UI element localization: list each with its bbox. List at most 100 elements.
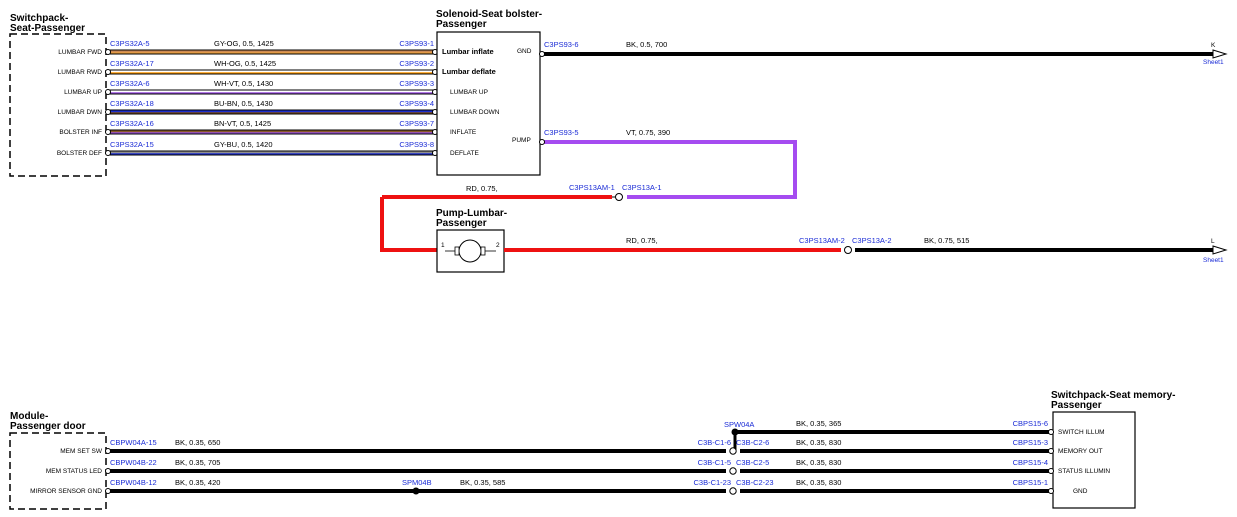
inline-bottom-right-connector: C3PS13A-2	[852, 236, 892, 245]
solenoid-pin-2: LUMBAR UP	[450, 89, 488, 96]
rd-wire-out-label: RD, 0.75,	[626, 236, 658, 245]
upper-wire-right-connector-4: C3PS93-7	[399, 119, 434, 128]
lower-wire-c1-1: C3B-C1-5	[698, 458, 731, 467]
splice-spw04a-right-connector: CBPS15-6	[1013, 419, 1048, 428]
module-door-pin-2: MIRROR SENSOR GND	[30, 488, 102, 495]
upper-wire-left-terminal-2	[105, 89, 111, 95]
solenoid-pin-3: LUMBAR DOWN	[450, 109, 500, 116]
lower-wire-label2-1: BK, 0.35, 830	[796, 458, 841, 467]
lower-wire-right-connector-2: CBPS15-1	[1013, 478, 1048, 487]
splice-spw04a-label: SPW04A	[724, 420, 754, 429]
pump-vt-wire	[542, 140, 797, 199]
inline-connector-top	[615, 193, 623, 201]
upper-wire-left-terminal-3	[105, 109, 111, 115]
pump-wire-connector: C3PS93-5	[544, 128, 579, 137]
gnd-sheet-link[interactable]: Sheet1	[1203, 59, 1224, 66]
solenoid-pin-4: INFLATE	[450, 129, 477, 136]
lower-wire-right-terminal-2	[1048, 488, 1054, 494]
lower-wire-left-connector-0: CBPW04A-15	[110, 438, 157, 447]
gnd-wire-terminal	[539, 51, 545, 57]
solenoid-pin-0: Lumbar inflate	[442, 47, 494, 56]
upper-wire-label-0: GY-OG, 0.5, 1425	[214, 39, 274, 48]
lower-wire-left-terminal-1	[105, 468, 111, 474]
inline-top-right-connector: C3PS13A-1	[622, 183, 662, 192]
gnd-dest-letter: K	[1211, 42, 1216, 49]
upper-wire-label-4: BN-VT, 0.5, 1425	[214, 119, 271, 128]
solenoid-title-line2: Passenger	[436, 19, 487, 30]
pump-wire-label: VT, 0.75, 390	[626, 128, 670, 137]
module-door-pin-1: MEM STATUS LED	[46, 468, 102, 475]
lower-wire-label2-0: BK, 0.35, 830	[796, 438, 841, 447]
upper-wire-left-terminal-1	[105, 69, 111, 75]
solenoid-pin-1: Lumbar deflate	[442, 67, 496, 76]
upper-wire-right-connector-5: C3PS93-8	[399, 140, 434, 149]
solenoid-pin-5: DEFLATE	[450, 150, 479, 157]
lower-wire-c2-2: C3B-C2-23	[736, 478, 774, 487]
lower-wire-right-connector-0: CBPS15-3	[1013, 438, 1048, 447]
upper-wire-left-connector-0: C3PS32A-5	[110, 39, 150, 48]
lower-wire-label-2: BK, 0.35, 420	[175, 478, 220, 487]
solenoid-box	[436, 31, 541, 176]
lower-wire-left-connector-2: CBPW04B-12	[110, 478, 157, 487]
inline-top-left-connector: C3PS13AM-1	[569, 183, 615, 192]
solenoid-pump-pin: PUMP	[512, 137, 531, 144]
rd-wire-loop	[380, 197, 437, 252]
lower-wire-label-1: BK, 0.35, 705	[175, 458, 220, 467]
lower-wire-inline-connector-0	[729, 447, 737, 455]
upper-wire-right-connector-2: C3PS93-3	[399, 79, 434, 88]
solenoid-title-line1: Solenoid-Seat bolster-	[436, 9, 542, 20]
lower-wire-c1-0: C3B-C1-6	[698, 438, 731, 447]
splice-spw04a-wire-label: BK, 0.35, 365	[796, 419, 841, 428]
module-door-pins: MEM SET SW MEM STATUS LED MIRROR SENSOR GN…	[30, 448, 103, 495]
rd-wire-top-label: RD, 0.75,	[466, 184, 498, 193]
memory-switch-box	[1052, 411, 1136, 509]
memory-switch-pin-1: MEMORY OUT	[1058, 448, 1103, 455]
pump-motor-icon	[445, 239, 496, 263]
gnd-wire-label: BK, 0.5, 700	[626, 40, 667, 49]
memory-switch-pin-0: SWITCH ILLUM	[1058, 429, 1105, 436]
lower-wire-c1-2: C3B-C1-23	[693, 478, 731, 487]
upper-wire-label-3: BU-BN, 0.5, 1430	[214, 99, 273, 108]
switchpack-seat-box	[9, 33, 107, 177]
upper-wire-right-connector-0: C3PS93-1	[399, 39, 434, 48]
bk-wire-out-label: BK, 0.75, 515	[924, 236, 969, 245]
splice-spm04b-label: SPM04B	[402, 478, 432, 487]
module-door-title-line2: Passenger door	[10, 421, 86, 432]
splice-spw04a-dot	[731, 428, 739, 436]
pump-out-dest-letter: L	[1211, 238, 1215, 245]
pump-wire-terminal	[539, 139, 545, 145]
module-door-pin-0: MEM SET SW	[60, 448, 103, 455]
pump-title-line1: Pump-Lumbar-	[436, 208, 507, 219]
lower-wire-label-0: BK, 0.35, 650	[175, 438, 220, 447]
upper-wire-left-connector-3: C3PS32A-18	[110, 99, 154, 108]
lower-wire-inline-connector-2	[729, 487, 737, 495]
module-door-title-line1: Module-	[10, 411, 48, 422]
switchpack-pin-1: LUMBAR RWD	[58, 69, 103, 76]
splice-spm04b-dot	[412, 487, 420, 495]
solenoid-gnd-pin: GND	[517, 48, 532, 55]
memory-switch-title-line2: Passenger	[1051, 400, 1102, 411]
lower-wire-inline-connector-1	[729, 467, 737, 475]
lower-wire-c2-1: C3B-C2-5	[736, 458, 769, 467]
switchpack-pin-5: BOLSTER DEF	[57, 150, 102, 157]
lower-wire-right-connector-1: CBPS15-4	[1013, 458, 1048, 467]
lower-wire-right-terminal-0	[1048, 448, 1054, 454]
splice-spm04b-wire-label: BK, 0.35, 585	[460, 478, 505, 487]
pump-pin-1: 1	[441, 242, 445, 249]
upper-wire-group: C3PS32A-5 GY-OG, 0.5, 1425 C3PS93-1C3PS32A…	[105, 39, 438, 156]
lower-wire-right-terminal-1	[1048, 468, 1054, 474]
upper-wire-left-terminal-0	[105, 49, 111, 55]
switchpack-seat-title-line2: Seat-Passenger	[10, 23, 85, 34]
pump-pin-2: 2	[496, 242, 500, 249]
upper-wire-left-connector-2: C3PS32A-6	[110, 79, 150, 88]
pump-title-line2: Passenger	[436, 218, 487, 229]
upper-wire-left-connector-4: C3PS32A-16	[110, 119, 154, 128]
switchpack-pin-2: LUMBAR UP	[64, 89, 102, 96]
gnd-wire-connector: C3PS93-6	[544, 40, 579, 49]
inline-connector-bottom	[844, 246, 852, 254]
pump-out-sheet-link[interactable]: Sheet1	[1203, 257, 1224, 264]
